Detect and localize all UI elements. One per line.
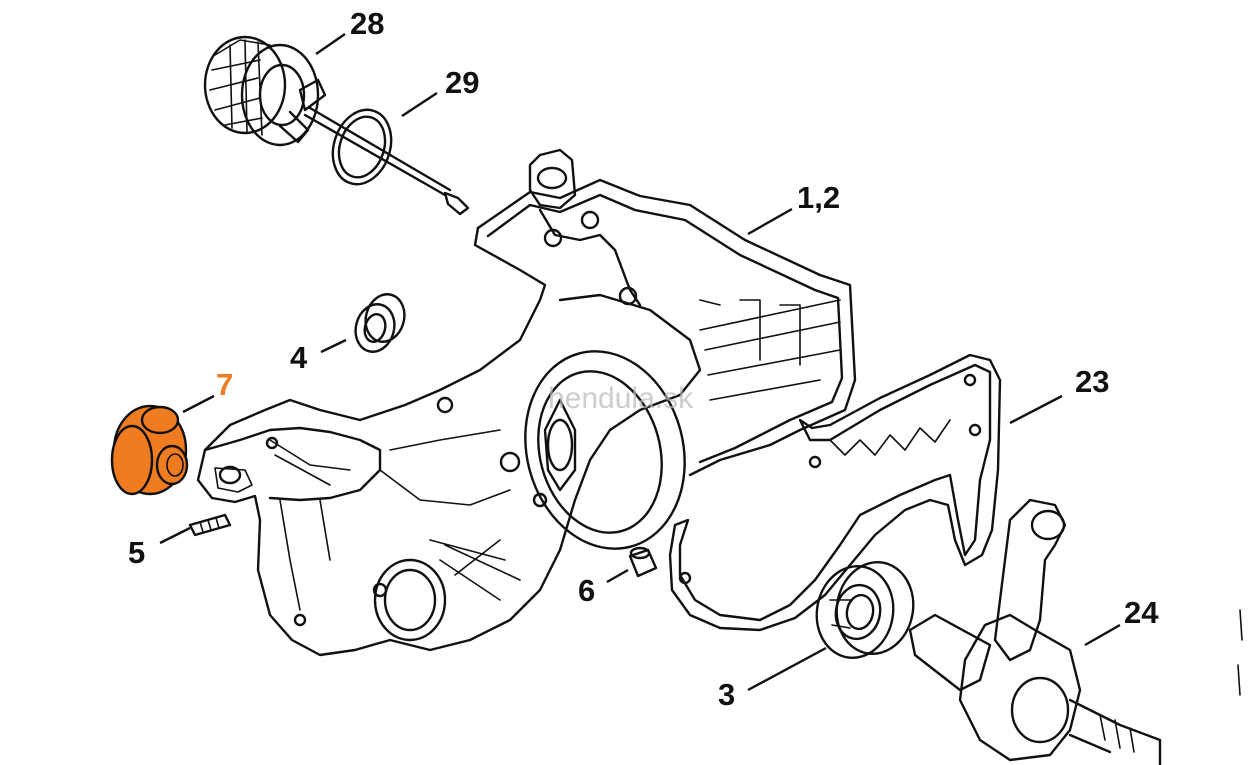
leader-lines [159, 33, 1121, 692]
leader-5 [159, 526, 191, 545]
part-6-sleeve [628, 546, 658, 578]
callout-1-2: 1,2 [797, 180, 840, 215]
leader-6 [606, 568, 629, 584]
callout-labels: 28 29 1,2 4 7 23 5 6 24 3 [128, 6, 1159, 712]
part-5-stud [188, 513, 232, 537]
leader-23 [1009, 394, 1063, 425]
part-23-gasket [668, 353, 1002, 632]
callout-28: 28 [350, 6, 384, 41]
part-4-shaft-seal [354, 293, 406, 353]
leader-1-2 [747, 207, 793, 236]
callout-29: 29 [445, 65, 479, 100]
part-29-o-ring [331, 108, 393, 186]
callout-24: 24 [1124, 595, 1159, 630]
leader-7 [182, 394, 215, 414]
leader-24 [1084, 623, 1121, 647]
callout-5: 5 [128, 535, 145, 570]
part-1-2-crankcase [196, 148, 857, 657]
callout-3: 3 [718, 677, 735, 712]
leader-28 [315, 33, 346, 55]
part-3-ball-bearing [815, 561, 915, 659]
part-24-crankshaft [908, 498, 1243, 765]
callout-4: 4 [290, 340, 308, 375]
leader-3 [747, 646, 827, 692]
leader-29 [401, 91, 438, 118]
callout-7: 7 [216, 367, 233, 402]
callout-6: 6 [578, 573, 595, 608]
callout-23: 23 [1075, 364, 1109, 399]
part-7-annular-buffer [110, 404, 189, 496]
watermark: hendula.sk [548, 382, 694, 415]
leader-4 [320, 338, 347, 354]
part-28-oil-pump [203, 35, 470, 216]
